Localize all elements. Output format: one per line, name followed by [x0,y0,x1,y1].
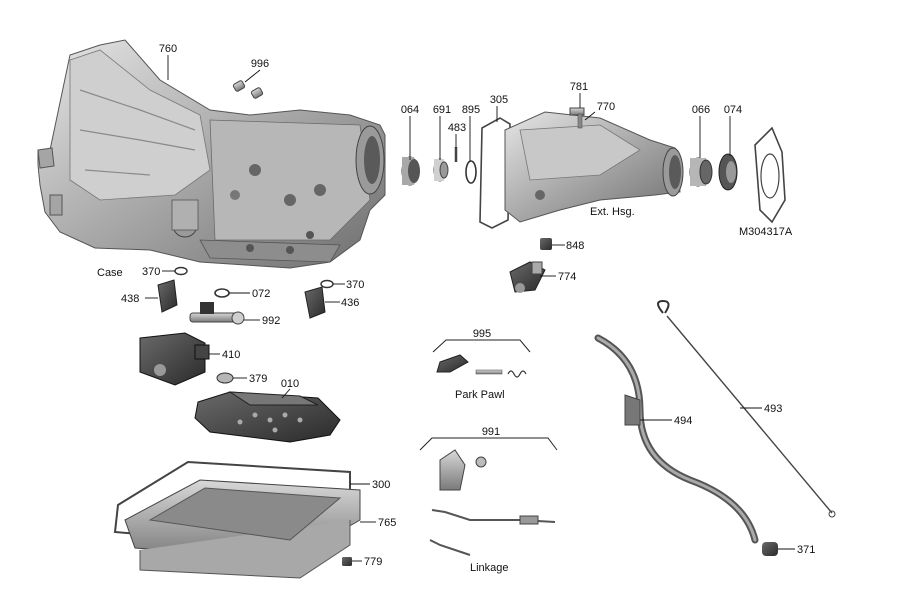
callout-305: 305 [490,94,508,106]
callout-493: 493 [764,403,782,415]
callout-779: 779 [364,556,382,568]
extension-housing [504,111,684,223]
filter-010 [194,391,341,443]
dipstick-493 [657,299,836,518]
callout-010: 010 [281,378,299,390]
gasket-305 [479,117,511,229]
linkage-group [429,449,556,556]
callout-438: 438 [121,293,139,305]
callout-379: 379 [249,373,267,385]
o-ring-370-right [320,279,334,289]
filler-tube-494 [594,334,759,544]
caption-linkage: Linkage [470,562,509,574]
lever-438 [157,279,178,313]
callout-066: 066 [692,104,710,116]
lever-436 [304,286,326,319]
caption-case: Case [97,267,123,279]
caption-ext-hsg: Ext. Hsg. [590,206,635,218]
callout-995: 995 [473,328,491,340]
callout-072: 072 [252,288,270,300]
captions: Case Ext. Hsg. Park Pawl Linkage M304317… [97,206,793,574]
gasket-rear [754,126,786,224]
grommet-371 [762,542,778,556]
seal-074 [718,153,738,191]
callout-410: 410 [222,349,240,361]
callout-770: 770 [597,101,615,113]
bolt-781 [569,107,585,129]
callout-992: 992 [262,315,280,327]
caption-park-pawl: Park Pawl [455,389,505,401]
sensor-774 [509,261,546,293]
callout-774: 774 [558,271,576,283]
callout-765: 765 [378,517,396,529]
bolts-996 [232,80,264,99]
range-sensor-410 [139,332,210,386]
callout-370-right: 370 [346,279,364,291]
callout-494: 494 [674,415,692,427]
ring-895 [465,160,477,184]
sensor-848 [540,238,552,250]
callout-895: 895 [462,104,480,116]
callout-996: 996 [251,58,269,70]
bracket-995 [432,339,531,353]
callout-371: 371 [797,544,815,556]
diagram-code: M304317A [739,226,793,238]
leader-lines [145,55,795,562]
callout-781: 781 [570,81,588,93]
callout-labels: 760 996 064 691 483 895 305 781 770 066 … [121,43,815,568]
seal-064 [401,156,420,186]
callout-991: 991 [482,426,500,438]
callout-760: 760 [159,43,177,55]
callout-370-left: 370 [142,266,160,278]
bracket-991 [419,437,558,451]
callout-848: 848 [566,240,584,252]
callout-064: 064 [401,104,419,116]
manual-shaft-992 [189,302,245,325]
oil-pan-765 [124,479,361,579]
callout-436: 436 [341,297,359,309]
callout-300: 300 [372,479,390,491]
transmission-case [37,39,386,269]
callout-691: 691 [433,104,451,116]
bolt-779 [342,557,352,566]
o-ring-370-left [174,266,188,276]
bushing-066 [689,157,713,187]
o-ring-072 [214,288,230,298]
bushing-691 [433,158,449,182]
seal-379 [216,372,234,384]
callout-483: 483 [448,122,466,134]
callout-074: 074 [724,104,742,116]
park-pawl-group [436,354,527,378]
